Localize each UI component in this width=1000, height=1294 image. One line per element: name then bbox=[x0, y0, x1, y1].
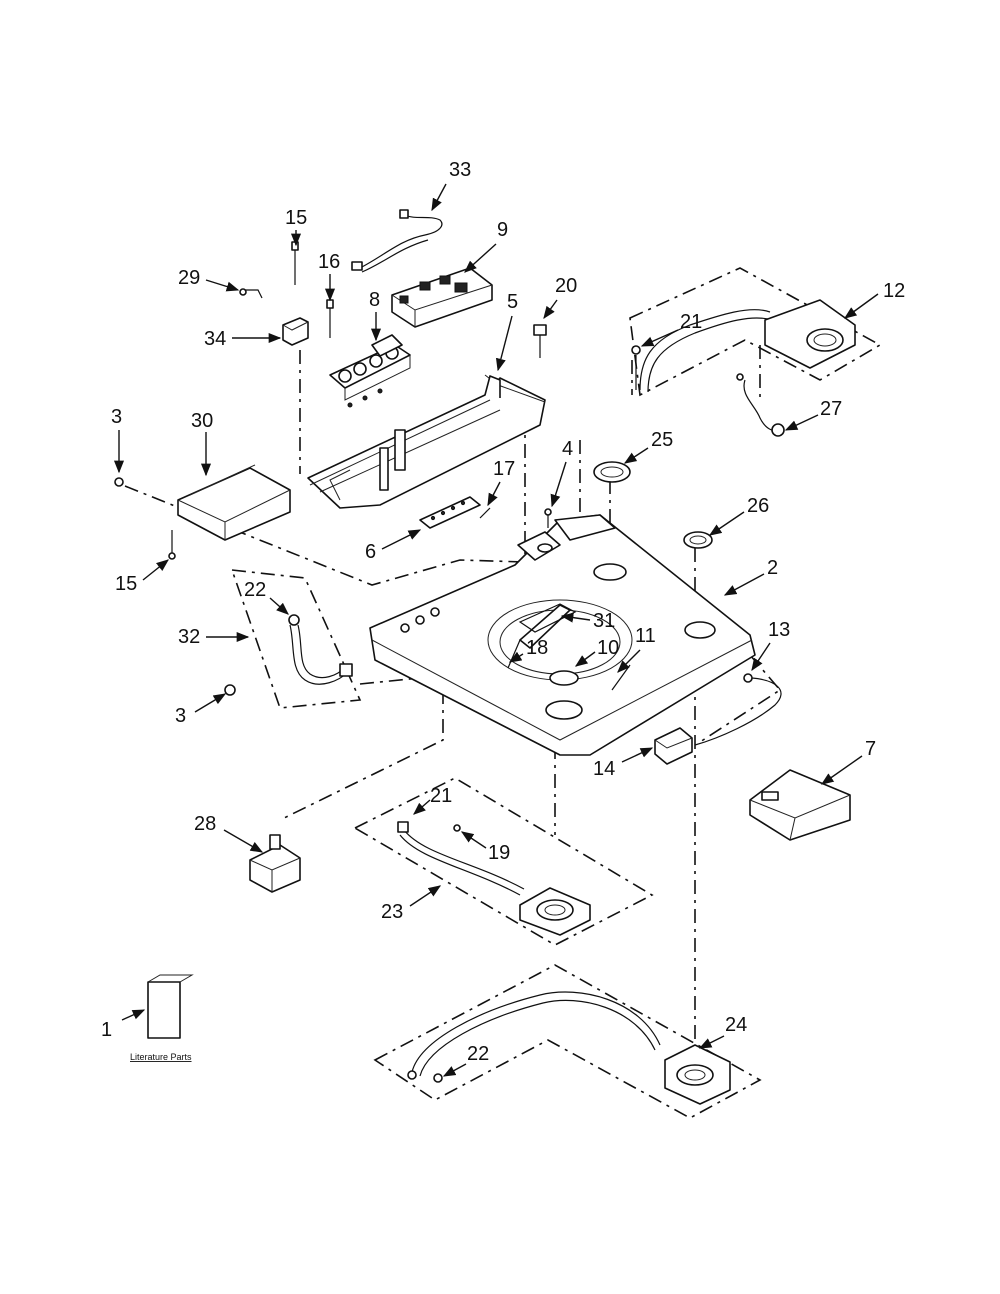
part-9-control-board bbox=[391, 267, 493, 328]
literature-label: Literature Parts bbox=[130, 1052, 192, 1062]
callout-15b: 15 bbox=[115, 573, 137, 595]
callout-15a: 15 bbox=[285, 207, 307, 229]
callout-3a: 3 bbox=[111, 406, 122, 428]
part-13-14-switch-harness bbox=[654, 673, 782, 765]
assembly-guides bbox=[124, 267, 882, 1119]
part-30-bracket bbox=[114, 464, 291, 560]
part-25-cap bbox=[593, 461, 631, 483]
callout-25: 25 bbox=[651, 429, 673, 451]
callout-22a: 22 bbox=[244, 579, 266, 601]
callout-5: 5 bbox=[507, 291, 518, 313]
callout-19: 19 bbox=[488, 842, 510, 864]
callout-11: 11 bbox=[635, 625, 656, 647]
callout-26: 26 bbox=[747, 495, 769, 517]
part-1-literature: Literature Parts bbox=[130, 974, 194, 1062]
part-24-hose bbox=[407, 991, 731, 1105]
callout-17: 17 bbox=[493, 458, 515, 480]
callout-24: 24 bbox=[725, 1014, 747, 1036]
callout-33: 33 bbox=[449, 159, 471, 181]
part-5-console bbox=[307, 374, 546, 509]
part-28-valve bbox=[249, 834, 301, 893]
part-26-cap bbox=[683, 531, 713, 549]
callout-7: 7 bbox=[865, 738, 876, 760]
callout-1: 1 bbox=[101, 1019, 112, 1041]
callout-3b: 3 bbox=[175, 705, 186, 727]
part-27-clip bbox=[736, 373, 785, 437]
callout-20: 20 bbox=[555, 275, 577, 297]
part-2-top-cover bbox=[369, 514, 756, 756]
callout-28: 28 bbox=[194, 813, 216, 835]
callout-14: 14 bbox=[593, 758, 615, 780]
callout-32: 32 bbox=[178, 626, 200, 648]
part-8-switch-assembly bbox=[329, 334, 411, 408]
callout-23: 23 bbox=[381, 901, 403, 923]
part-7-dispenser bbox=[749, 769, 851, 841]
callouts: 33 9 15 16 29 8 20 5 34 12 21 27 3 30 4 … bbox=[101, 159, 905, 1077]
callout-8: 8 bbox=[369, 289, 380, 311]
part-23-hose bbox=[397, 821, 591, 936]
callout-4: 4 bbox=[562, 438, 573, 460]
callout-34: 34 bbox=[204, 328, 226, 350]
callout-12: 12 bbox=[883, 280, 905, 302]
part-6-bezel bbox=[419, 496, 481, 529]
callout-16: 16 bbox=[318, 251, 340, 273]
callout-9: 9 bbox=[497, 219, 508, 241]
part-33-wire-harness bbox=[351, 209, 443, 273]
callout-10: 10 bbox=[597, 637, 619, 659]
callout-30: 30 bbox=[191, 410, 213, 432]
part-32-hose bbox=[224, 614, 353, 696]
callout-31: 31 bbox=[593, 610, 615, 632]
callout-27: 27 bbox=[820, 398, 842, 420]
callout-29: 29 bbox=[178, 267, 200, 289]
callout-2: 2 bbox=[767, 557, 778, 579]
callout-13: 13 bbox=[768, 619, 790, 641]
callout-21a: 21 bbox=[680, 311, 702, 333]
part-12-hose-valve bbox=[631, 299, 856, 393]
callout-6: 6 bbox=[365, 541, 376, 563]
callout-18: 18 bbox=[526, 637, 548, 659]
callout-21b: 21 bbox=[430, 785, 452, 807]
callout-22b: 22 bbox=[467, 1043, 489, 1065]
